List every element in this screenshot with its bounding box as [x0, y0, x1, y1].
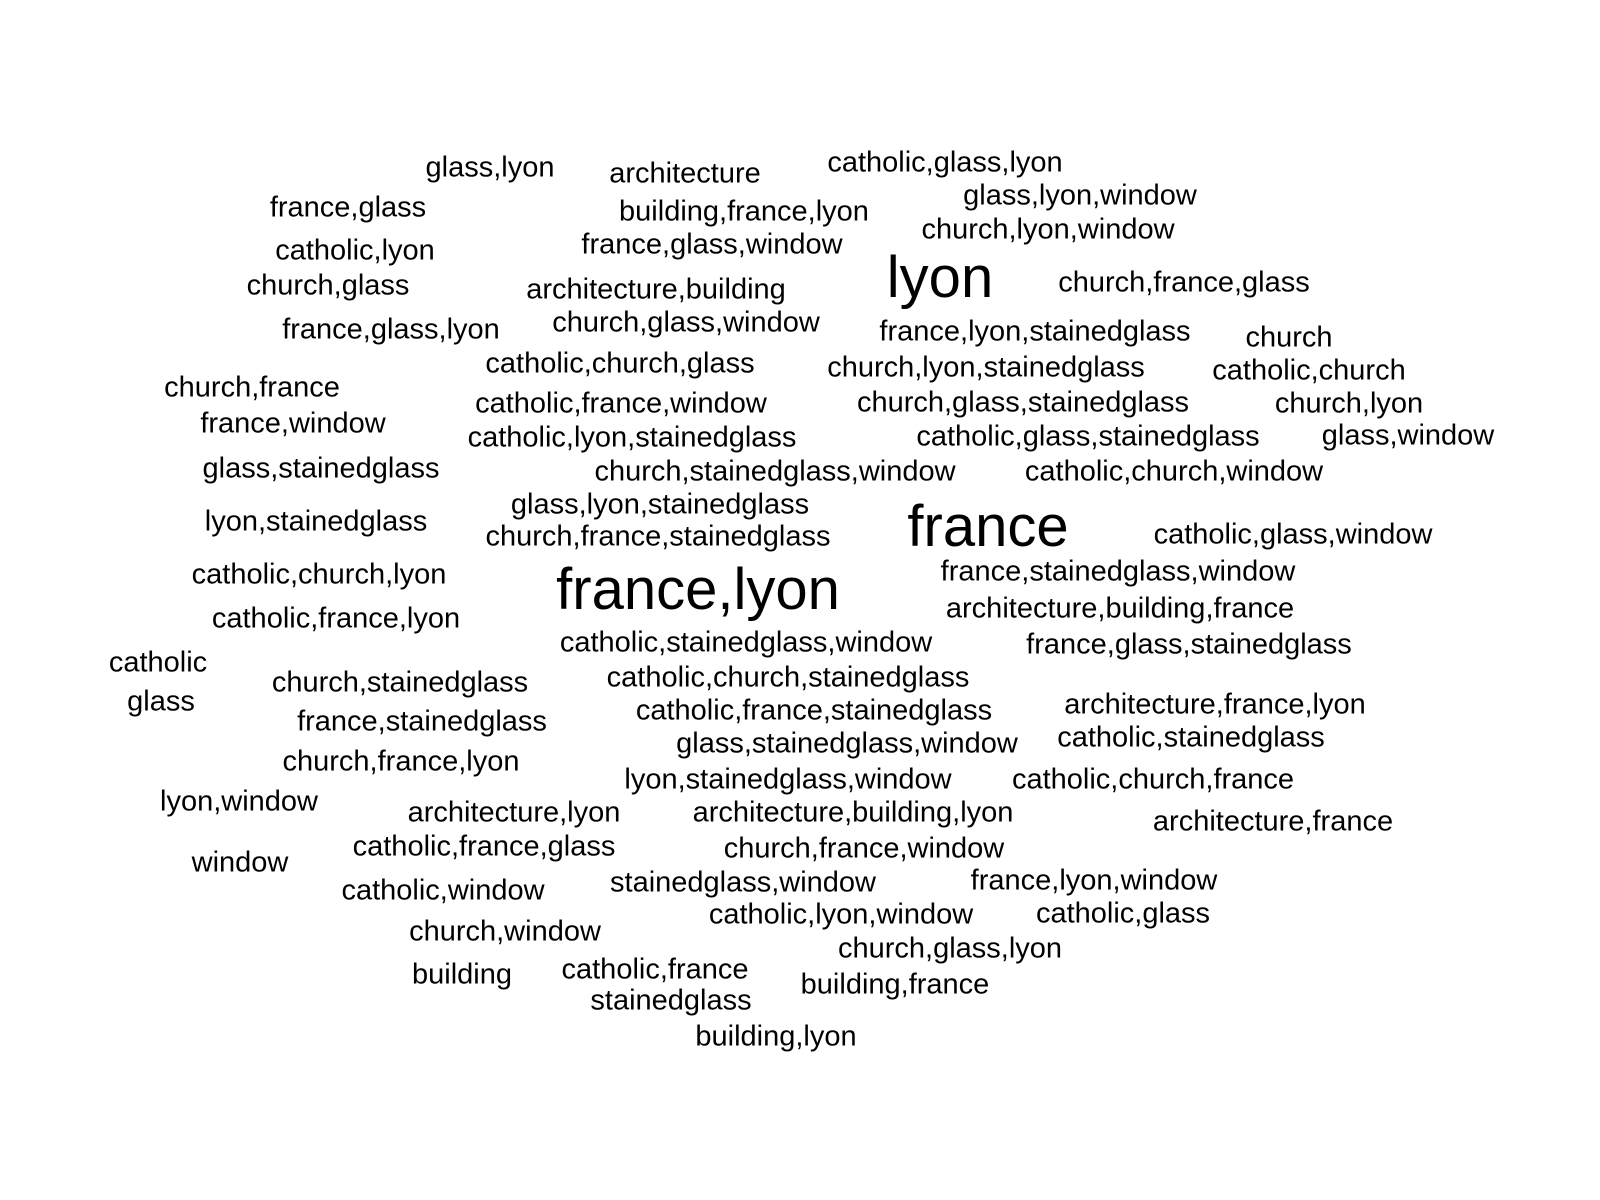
cloud-word: church,france,window [723, 832, 1005, 865]
cloud-word: france [907, 494, 1069, 559]
cloud-word: stainedglass [590, 984, 752, 1017]
cloud-word: building,france [800, 968, 990, 1001]
cloud-word: glass,lyon,window [963, 179, 1197, 212]
cloud-word: catholic,glass,window [1153, 518, 1433, 551]
cloud-word: architecture,lyon [407, 796, 621, 829]
cloud-word: lyon,stainedglass [204, 505, 428, 538]
cloud-word: church,stainedglass,window [594, 455, 956, 488]
cloud-word: architecture,building,lyon [692, 796, 1014, 829]
cloud-word: architecture,france,lyon [1064, 688, 1366, 721]
cloud-word: architecture,building,france [945, 592, 1295, 625]
cloud-word: church,france,lyon [282, 745, 520, 778]
cloud-word: catholic,church,glass [485, 347, 755, 380]
cloud-word: church,lyon,stainedglass [827, 351, 1145, 384]
cloud-word: glass,lyon,stainedglass [510, 488, 810, 521]
cloud-word: church,france,glass [1058, 266, 1310, 299]
cloud-word: france,glass [269, 191, 427, 224]
cloud-word: catholic,church,france [1011, 763, 1295, 796]
cloud-word: architecture,building [526, 273, 786, 306]
cloud-word: france,stainedglass [297, 705, 547, 738]
cloud-word: catholic,glass [1035, 897, 1211, 930]
cloud-word: glass,window [1321, 419, 1495, 452]
cloud-word: catholic,france,lyon [211, 602, 461, 635]
cloud-word: church,lyon [1274, 387, 1424, 420]
cloud-word: glass,stainedglass,window [676, 727, 1018, 760]
cloud-word: church,glass,stainedglass [856, 386, 1190, 419]
cloud-word: catholic,lyon,window [708, 898, 974, 931]
cloud-word: catholic,glass,stainedglass [916, 420, 1260, 453]
cloud-word: catholic,church,stainedglass [606, 661, 970, 694]
cloud-word: france,window [200, 407, 386, 440]
cloud-word: church,stainedglass [271, 666, 529, 699]
cloud-word: catholic,lyon,stainedglass [467, 421, 797, 454]
cloud-word: france,glass,window [581, 228, 843, 261]
cloud-word: catholic,france,glass [352, 830, 616, 863]
cloud-word: catholic,window [341, 874, 545, 907]
cloud-word: church,lyon,window [921, 213, 1175, 246]
cloud-word: catholic,france [561, 953, 749, 986]
cloud-word: church,france [164, 371, 340, 404]
cloud-word: catholic,stainedglass,window [559, 626, 933, 659]
cloud-word: lyon,stainedglass,window [624, 763, 952, 796]
cloud-word: stainedglass,window [610, 866, 876, 899]
cloud-word: glass,stainedglass [202, 452, 440, 485]
cloud-word: lyon,window [160, 785, 318, 818]
cloud-word: building,lyon [695, 1020, 857, 1053]
cloud-word: architecture,france [1152, 805, 1394, 838]
cloud-word: france,glass,stainedglass [1026, 628, 1352, 661]
cloud-word: window [191, 846, 289, 879]
cloud-word: lyon [886, 245, 994, 310]
cloud-word: france,glass,lyon [282, 313, 500, 346]
cloud-word: church,glass,lyon [837, 932, 1063, 965]
cloud-word: france,lyon,stainedglass [879, 315, 1191, 348]
cloud-word: catholic,france,stainedglass [635, 694, 993, 727]
cloud-word: france,lyon,window [970, 864, 1218, 897]
cloud-word: church [1245, 321, 1333, 354]
cloud-word: catholic,church,lyon [191, 558, 447, 591]
cloud-word: catholic [108, 646, 208, 679]
cloud-word: church,glass,window [552, 306, 820, 339]
cloud-word: architecture [609, 157, 761, 190]
cloud-word: church,glass [246, 269, 410, 302]
cloud-word: catholic,stainedglass [1057, 721, 1325, 754]
cloud-word: church,france,stainedglass [485, 520, 831, 553]
cloud-word: glass [127, 685, 195, 718]
cloud-word: building,france,lyon [619, 195, 869, 228]
cloud-word: church,window [409, 915, 601, 948]
cloud-word: glass,lyon [425, 151, 555, 184]
cloud-word: catholic,lyon [275, 234, 435, 267]
cloud-word: catholic,glass,lyon [827, 146, 1063, 179]
cloud-word: france,lyon [556, 557, 840, 622]
cloud-word: catholic,church,window [1024, 455, 1324, 488]
cloud-word: france,stainedglass,window [940, 555, 1296, 588]
cloud-word: catholic,france,window [475, 387, 767, 420]
cloud-word: building [412, 958, 512, 991]
cloud-word: catholic,church [1212, 354, 1406, 387]
